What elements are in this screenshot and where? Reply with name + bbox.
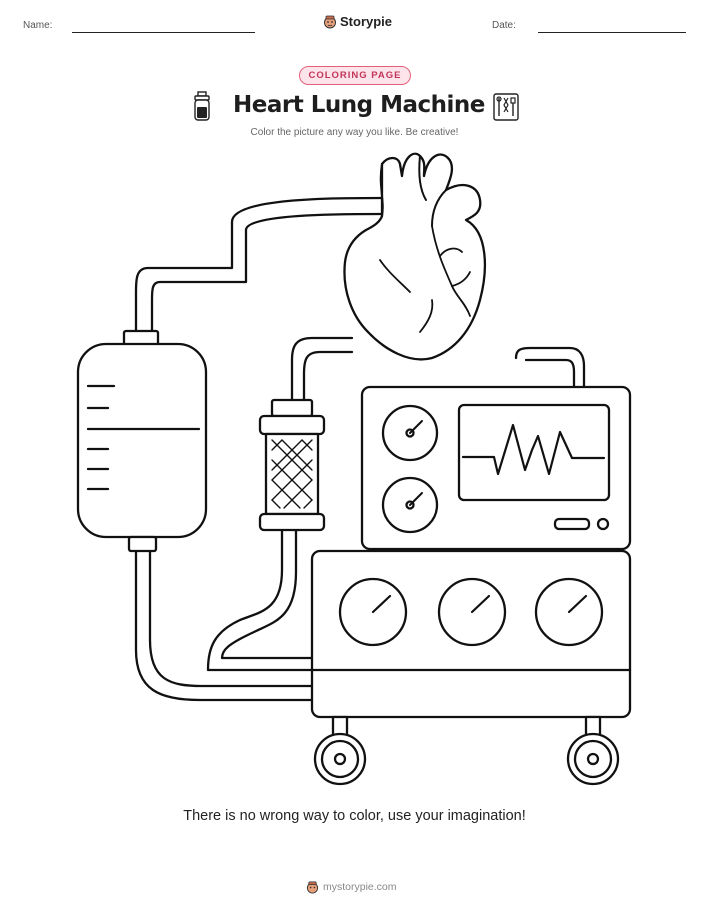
footer: mystorypie.com — [306, 880, 397, 894]
heart-lung-machine-illustration[interactable] — [0, 140, 709, 800]
date-line[interactable] — [538, 32, 686, 33]
storypie-mascot-icon — [324, 15, 336, 29]
surgical-tools-icon — [493, 93, 519, 121]
coloring-page-badge: COLORING PAGE — [299, 66, 411, 85]
iv-bag — [76, 329, 208, 553]
date-label: Date: — [492, 20, 516, 31]
page-subtitle: Color the picture any way you like. Be c… — [250, 127, 459, 138]
monitor-unit — [360, 385, 632, 551]
encouragement-caption: There is no wrong way to color, use your… — [183, 808, 526, 824]
brand-name: Storypie — [340, 14, 393, 29]
medicine-bottle-icon — [194, 91, 210, 121]
footer-url[interactable]: mystorypie.com — [323, 881, 397, 893]
name-line[interactable] — [72, 32, 255, 33]
brand-logo: Storypie — [323, 14, 392, 29]
cart-wheels — [313, 715, 620, 786]
heart — [343, 152, 487, 361]
page-title: Heart Lung Machine — [233, 92, 485, 118]
storypie-mascot-icon — [306, 881, 319, 894]
tubing — [134, 196, 586, 702]
pump-base — [310, 549, 632, 719]
oxygenator-filter — [258, 398, 326, 532]
name-label: Name: — [23, 20, 53, 31]
